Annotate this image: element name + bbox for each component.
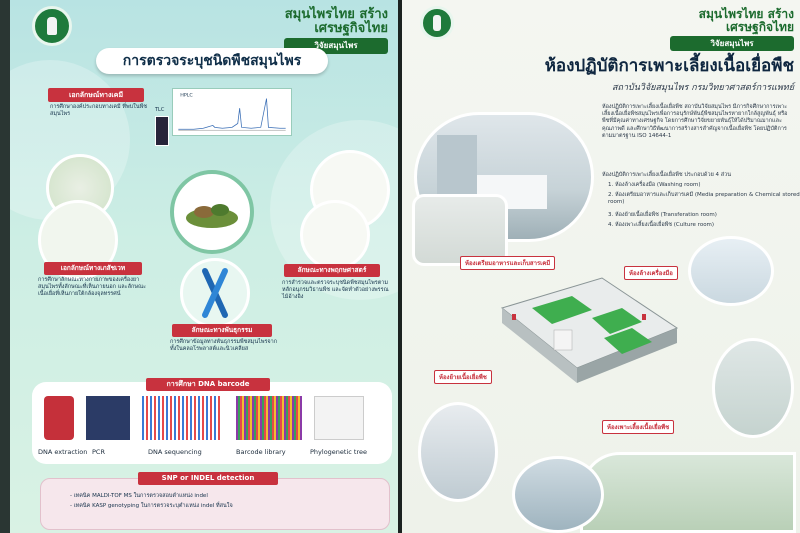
chromosome-icon: [202, 268, 228, 318]
room-item: 2. ห้องเตรียมอาหารและเก็บสารเคมี (Media …: [608, 192, 800, 205]
chemical-shelf-photo: [412, 194, 508, 266]
left-poster: สมุนไพรไทย สร้าง เศรษฐกิจไทย วิจัยสมุนไพ…: [10, 0, 398, 533]
hplc-chromatogram: HPLC: [172, 88, 292, 136]
hplc-label: HPLC: [180, 93, 193, 99]
poster-title: ห้องปฏิบัติการเพาะเลี้ยงเนื้อเยื่อพืช: [544, 56, 794, 76]
right-poster: สมุนไพรไทย สร้าง เศรษฐกิจไทย วิจัยสมุนไพ…: [402, 0, 800, 533]
poster-title: การตรวจระบุชนิดพืชสมุนไพร: [96, 48, 328, 74]
morphology-label: ลักษณะทางพฤกษศาสตร์: [284, 264, 380, 277]
barcode-library-image: [236, 396, 302, 440]
plant-illustration: [300, 200, 370, 270]
rooms-heading: ห้องปฏิบัติการเพาะเลี้ยงเนื้อเยื่อพืช ปร…: [602, 172, 732, 178]
culture-room-photo: [712, 338, 794, 438]
sequencing-chromatogram: [142, 396, 222, 440]
room-tag-wash: ห้องล้างเครื่องมือ: [624, 266, 678, 280]
chromosome-photo: [180, 258, 250, 328]
phylogenetic-tree-image: [314, 396, 364, 440]
dna-step-label: Barcode library: [236, 448, 286, 456]
tlc-label: TLC: [155, 107, 165, 113]
anatomy-label: เอกลักษณ์ทางเภสัชเวท: [44, 262, 142, 275]
morphology-text: การสำรวจและตรวจระบุชนิดพืชสมุนไพรตามหลัก…: [282, 280, 389, 300]
pcr-gel-photo: [86, 396, 130, 440]
washing-room-photo: [688, 236, 774, 306]
herb-pile-icon: [186, 204, 238, 228]
dna-tube-photo: [44, 396, 74, 440]
ministry-logo-icon: [420, 6, 454, 40]
room-item: 3. ห้องย้ายเนื้อเยื่อพืช (Transferation …: [608, 212, 717, 218]
dna-step-label: Phylogenetic tree: [310, 448, 367, 456]
brand-logo: สมุนไพรไทย สร้าง เศรษฐกิจไทย วิจัยสมุนไพ…: [284, 7, 388, 54]
snp-panel: [40, 478, 390, 530]
snp-line: - เทคนิค KASP genotyping ในการตรวจระบุตำ…: [70, 503, 233, 509]
genetics-label: ลักษณะทางพันธุกรรม: [172, 324, 272, 337]
chem-label: เอกลักษณ์ทางเคมี: [48, 88, 144, 102]
genetics-text: การศึกษาข้อมูลทางพันธุกรรมพืชสมุนไพรจากท…: [170, 339, 278, 352]
lab-worker-photo: [512, 456, 604, 533]
snp-label: SNP or INDEL detection: [138, 472, 278, 485]
transfer-hood-photo: [418, 402, 498, 502]
room-item: 4. ห้องเพาะเลี้ยงเนื้อเยื่อพืช (Culture …: [608, 222, 715, 228]
chem-text: การศึกษาองค์ประกอบทางเคมี ที่พบในพืชสมุน…: [50, 104, 147, 117]
brand-text: สมุนไพรไทย สร้าง เศรษฐกิจไทย: [698, 7, 794, 34]
poster-gap: [398, 0, 402, 533]
poster-subtitle: สถาบันวิจัยสมุนไพร กรมวิทยาศาสตร์การแพทย…: [612, 83, 794, 93]
dna-barcode-label: การศึกษา DNA barcode: [146, 378, 270, 391]
anatomy-text: การศึกษาลักษณะทางกายภาพของเครื่องยาสมุนไ…: [38, 277, 147, 297]
brand-subtext: วิจัยสมุนไพร: [670, 36, 794, 51]
room-tag-culture: ห้องเพาะเลี้ยงเนื้อเยื่อพืช: [602, 420, 675, 434]
ministry-logo-icon: [32, 6, 72, 46]
brand-text: สมุนไพรไทย สร้าง เศรษฐกิจไทย: [284, 7, 388, 36]
dna-step-label: PCR: [92, 448, 105, 456]
dna-step-label: DNA sequencing: [148, 448, 202, 456]
tissue-culture-plants-photo: [580, 452, 796, 533]
room-item: 1. ห้องล้างเครื่องมือ (Washing room): [608, 182, 701, 188]
herb-mix-photo: [170, 170, 254, 254]
brand-logo: สมุนไพรไทย สร้าง เศรษฐกิจไทย วิจัยสมุนไพ…: [670, 7, 794, 51]
snp-line: - เทคนิค MALDI-TOF MS ในการตรวจสอบตำแหน่…: [70, 493, 208, 499]
room-tag-media: ห้องเตรียมอาหารและเก็บสารเคมี: [460, 256, 556, 270]
lab-floorplan-3d: [500, 277, 679, 383]
tlc-plate: [155, 116, 169, 146]
intro-paragraph: ห้องปฏิบัติการเพาะเลี้ยงเนื้อเยื่อพืช สถ…: [602, 104, 788, 139]
room-tag-transfer: ห้องย้ายเนื้อเยื่อพืช: [434, 370, 492, 384]
dna-step-label: DNA extraction: [38, 448, 88, 456]
